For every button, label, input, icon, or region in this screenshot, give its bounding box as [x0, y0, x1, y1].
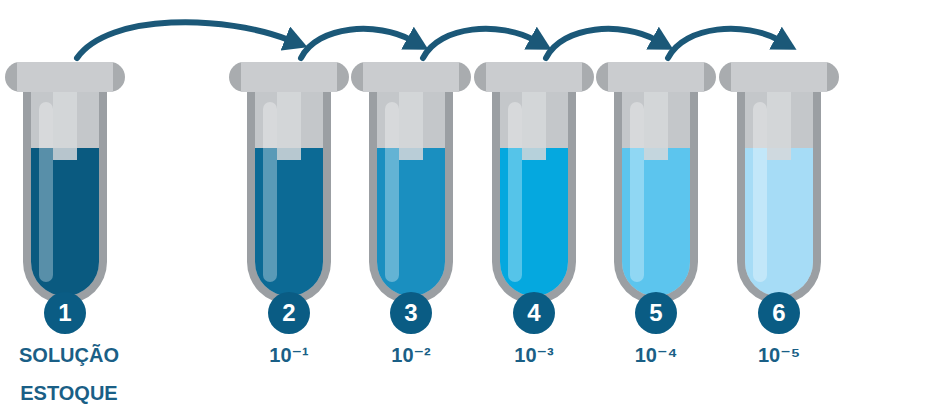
dilution-label: 10⁻³ [469, 336, 599, 374]
dilution-label: 10⁻⁴ [591, 336, 721, 374]
test-tube [5, 62, 125, 322]
test-tube-node: 210⁻¹ [229, 62, 349, 322]
step-number: 5 [635, 292, 677, 334]
dilution-label: SOLUÇÃO ESTOQUE [4, 336, 134, 412]
transfer-arrow [668, 29, 779, 58]
dilution-label: 10⁻¹ [224, 336, 354, 374]
transfer-arrow [301, 29, 411, 58]
step-number: 6 [758, 292, 800, 334]
test-tube [719, 62, 839, 322]
test-tube-node: 410⁻³ [474, 62, 594, 322]
test-tube [474, 62, 594, 322]
test-tube-node: 1SOLUÇÃO ESTOQUE [5, 62, 125, 322]
step-number: 1 [44, 292, 86, 334]
test-tube [229, 62, 349, 322]
step-number: 3 [390, 292, 432, 334]
step-number: 2 [268, 292, 310, 334]
transfer-arrow [77, 22, 289, 58]
test-tube-node: 310⁻² [351, 62, 471, 322]
dilution-label: 10⁻² [346, 336, 476, 374]
test-tube [596, 62, 716, 322]
test-tube-node: 510⁻⁴ [596, 62, 716, 322]
test-tube [351, 62, 471, 322]
dilution-label: 10⁻⁵ [714, 336, 844, 374]
test-tube-node: 610⁻⁵ [719, 62, 839, 322]
transfer-arrow [423, 29, 534, 58]
transfer-arrow [546, 29, 656, 58]
step-number: 4 [513, 292, 555, 334]
